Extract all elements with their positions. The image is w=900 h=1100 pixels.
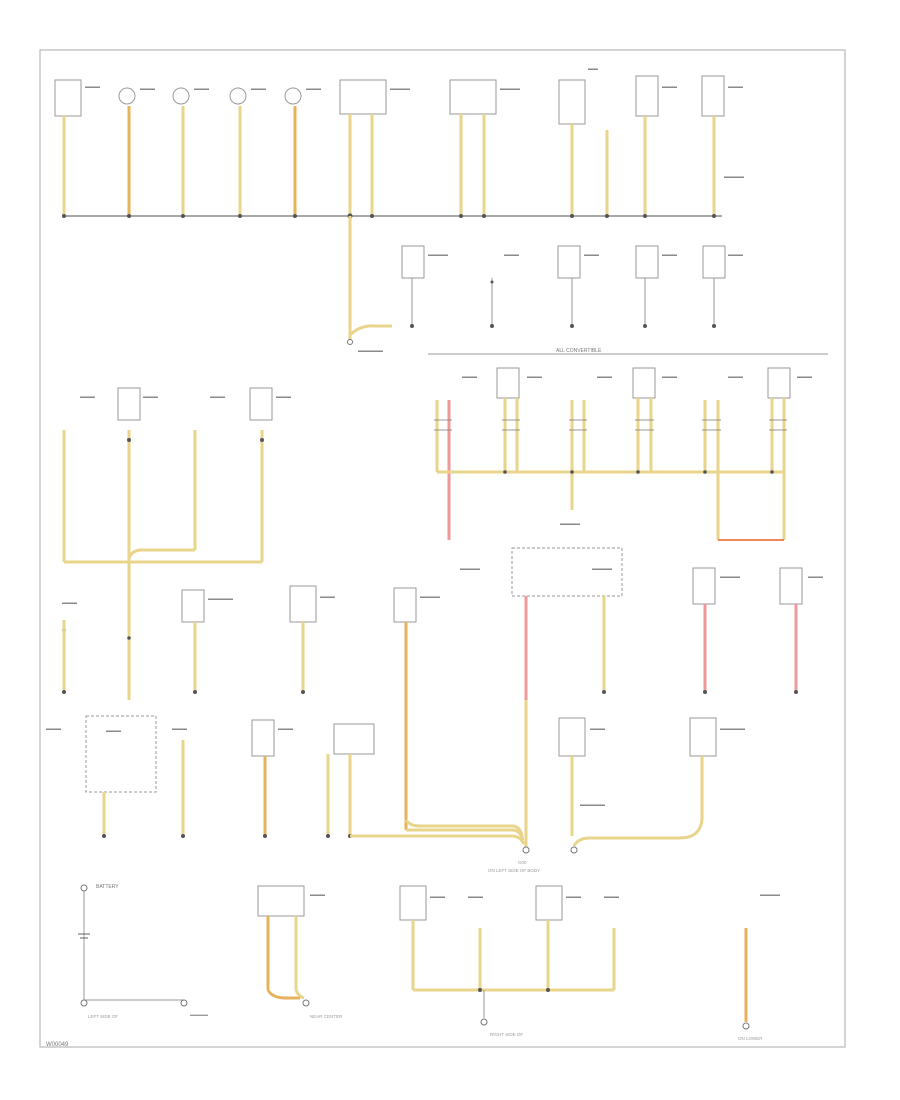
svg-text:▬▬▬: ▬▬▬: [728, 374, 743, 380]
svg-text:▬▬▬: ▬▬▬: [278, 726, 293, 732]
svg-text:▬▬▬: ▬▬▬: [143, 394, 158, 400]
svg-text:▬▬▬: ▬▬▬: [728, 84, 743, 90]
svg-text:▬▬▬: ▬▬▬: [584, 252, 599, 258]
svg-text:▬▬▬▬: ▬▬▬▬: [390, 86, 410, 92]
svg-text:▬▬▬: ▬▬▬: [310, 892, 325, 898]
ground-main-sublabel: ON LEFT SIDE OF BODY: [488, 868, 540, 873]
svg-text:▬▬▬: ▬▬▬: [62, 600, 77, 606]
row1-components: ▬▬▬ ▬▬▬ ▬▬▬ ▬▬▬ ▬▬▬ ▬▬▬▬ ▬▬▬▬ ▬▬ ▬▬▬ ▬▬▬…: [54, 66, 744, 219]
svg-text:▬▬▬: ▬▬▬: [468, 894, 483, 900]
svg-text:▬▬▬▬: ▬▬▬▬: [460, 566, 480, 572]
svg-text:▬▬▬: ▬▬▬: [566, 894, 581, 900]
svg-text:▬▬▬: ▬▬▬: [210, 394, 225, 400]
ground-center-label: NEAR CENTER: [310, 1014, 343, 1019]
svg-text:▬▬▬: ▬▬▬: [527, 374, 542, 380]
svg-text:▬▬▬▬: ▬▬▬▬: [190, 1012, 209, 1017]
svg-text:▬▬▬▬: ▬▬▬▬: [560, 521, 580, 527]
svg-text:▬▬▬: ▬▬▬: [320, 594, 335, 600]
svg-text:▬▬▬: ▬▬▬: [251, 86, 266, 92]
ground-right-label: RIGHT SIDE OF: [490, 1032, 523, 1037]
svg-text:▬▬▬▬: ▬▬▬▬: [724, 174, 744, 180]
svg-text:▬▬▬▬: ▬▬▬▬: [760, 892, 780, 898]
section-header: ALL CONVERTIBLE: [556, 348, 602, 354]
svg-text:▬▬▬: ▬▬▬: [172, 726, 187, 732]
svg-text:▬▬▬: ▬▬▬: [106, 728, 121, 734]
ground-lower-label: ON LOWER: [738, 1036, 763, 1041]
left-middle-group: ▬▬▬ ▬▬▬ ▬▬▬ ▬▬▬: [62, 387, 291, 700]
svg-text:▬▬▬: ▬▬▬: [590, 726, 605, 732]
svg-text:▬▬▬: ▬▬▬: [140, 86, 155, 92]
footer-code: W00049: [46, 1042, 69, 1048]
svg-text:▬▬▬: ▬▬▬: [80, 394, 95, 400]
svg-text:▬▬▬: ▬▬▬: [662, 252, 677, 258]
svg-text:▬▬▬▬: ▬▬▬▬: [420, 594, 440, 600]
row5-components: ▬▬▬ ▬▬▬ ▬▬▬ ▬▬▬ G00 ON LEFT SIDE OF BODY…: [46, 715, 745, 873]
svg-text:▬▬▬: ▬▬▬: [46, 726, 61, 732]
svg-text:▬▬▬: ▬▬▬: [728, 252, 743, 258]
svg-text:▬▬▬: ▬▬▬: [808, 574, 823, 580]
svg-text:▬▬▬: ▬▬▬: [306, 86, 321, 92]
svg-text:▬▬: ▬▬: [588, 66, 598, 72]
svg-text:▬▬▬: ▬▬▬: [797, 374, 812, 380]
svg-text:▬▬▬▬: ▬▬▬▬: [592, 566, 612, 572]
svg-text:▬▬▬▬: ▬▬▬▬: [500, 86, 520, 92]
row4-components: ▬▬▬ ▬▬▬▬▬ ▬▬▬ ▬▬▬▬ ▬▬▬▬ ▬▬▬▬ ▬▬▬▬ ▬▬▬: [62, 547, 823, 850]
svg-text:▬▬▬: ▬▬▬: [85, 84, 100, 90]
battery-label: BATTERY: [96, 884, 119, 890]
svg-text:▬▬▬: ▬▬▬: [604, 894, 619, 900]
svg-text:▬▬▬▬▬: ▬▬▬▬▬: [358, 348, 383, 354]
ground-main-label: G00: [518, 860, 527, 865]
svg-text:▬▬▬▬▬: ▬▬▬▬▬: [208, 596, 233, 602]
svg-text:▬▬▬: ▬▬▬: [430, 894, 445, 900]
svg-text:▬▬▬: ▬▬▬: [276, 394, 291, 400]
diagram-frame: [39, 49, 846, 1048]
svg-text:▬▬▬▬: ▬▬▬▬: [720, 574, 740, 580]
ground-left-label: LEFT SIDE OF: [88, 1014, 118, 1019]
svg-text:▬▬▬: ▬▬▬: [462, 374, 477, 380]
bottom-row: BATTERY LEFT SIDE OF ▬▬▬▬ NEAR CENTER ▬▬…: [78, 884, 780, 1041]
svg-text:▬▬▬▬: ▬▬▬▬: [428, 252, 448, 258]
svg-text:▬▬▬▬▬: ▬▬▬▬▬: [580, 802, 605, 808]
convertible-section: ALL CONVERTIBLE ▬▬▬ ▬▬▬ ▬▬▬ ▬▬▬ ▬▬▬ ▬▬▬: [428, 348, 828, 541]
svg-text:▬▬▬: ▬▬▬: [662, 84, 677, 90]
svg-text:▬▬▬▬▬: ▬▬▬▬▬: [720, 726, 745, 732]
row2-components: ▬▬▬▬▬ ▬▬▬▬ ▬▬▬ ▬▬▬ ▬▬▬ ▬▬▬: [347, 216, 743, 354]
svg-text:▬▬▬: ▬▬▬: [597, 374, 612, 380]
svg-text:▬▬▬: ▬▬▬: [194, 86, 209, 92]
svg-text:▬▬▬: ▬▬▬: [504, 252, 519, 258]
svg-text:▬▬▬: ▬▬▬: [662, 374, 677, 380]
